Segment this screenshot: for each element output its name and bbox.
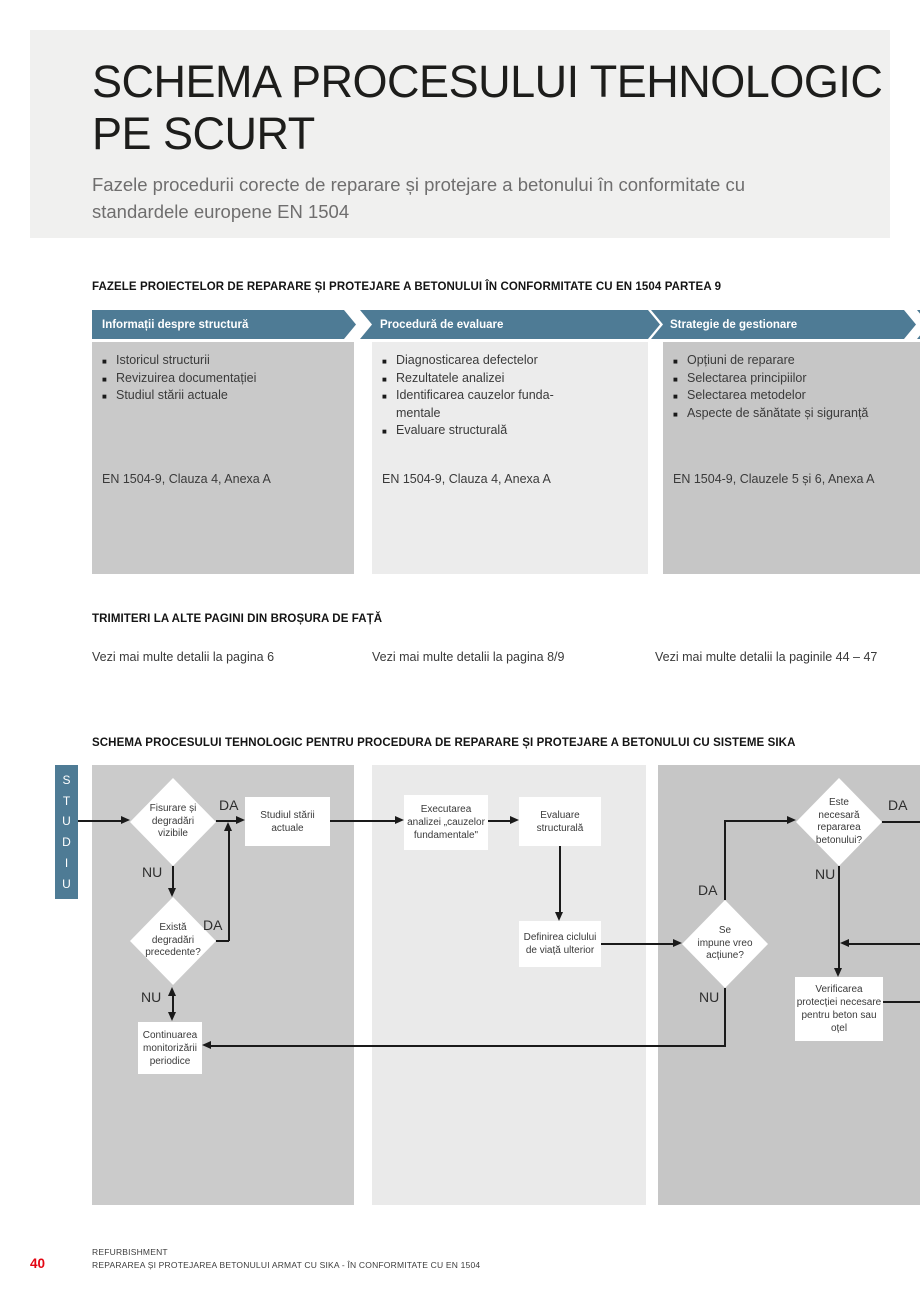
branch-label-yes: DA bbox=[203, 917, 223, 933]
flow-arrowhead bbox=[510, 816, 519, 824]
list-item: Revizuirea documentației bbox=[102, 370, 346, 387]
phase-header-1: Informații despre structură bbox=[92, 310, 356, 339]
phase-column-3-list: Opțiuni de reparare Selectarea principii… bbox=[663, 342, 920, 423]
list-item: Identificarea cauzelor funda- mentale bbox=[382, 387, 640, 422]
standard-reference: EN 1504-9, Clauza 4, Anexa A bbox=[102, 472, 271, 486]
branch-label-no: NU bbox=[142, 864, 163, 880]
branch-label-no: NU bbox=[699, 989, 720, 1005]
step-service-life-definition: Definirea ciclului de viață ulterior bbox=[519, 921, 601, 967]
flowchart-heading: SCHEMA PROCESULUI TEHNOLOGIC PENTRU PROC… bbox=[92, 737, 796, 749]
phase-column-strategy: Opțiuni de reparare Selectarea principii… bbox=[663, 342, 920, 574]
phase-header-2-label: Procedură de evaluare bbox=[380, 318, 504, 331]
flow-connector bbox=[724, 988, 726, 1046]
step-protection-verification: Verificarea protecției necesare pentru b… bbox=[795, 977, 883, 1041]
hero-banner bbox=[30, 30, 890, 238]
flow-connector bbox=[601, 943, 673, 945]
phase-header-3: Strategie de gestionare bbox=[651, 310, 916, 339]
list-item: Evaluare structurală bbox=[382, 422, 640, 440]
flow-connector bbox=[488, 820, 510, 822]
flow-connector bbox=[724, 820, 787, 822]
flow-arrowhead bbox=[168, 888, 176, 897]
see-more-pages-44-47: Vezi mai multe detalii la paginile 44 – … bbox=[655, 650, 878, 664]
flow-arrowhead bbox=[395, 816, 404, 824]
flow-arrowhead bbox=[168, 1012, 176, 1021]
flow-arrowhead bbox=[121, 816, 130, 824]
flow-connector bbox=[216, 820, 236, 822]
flow-arrowhead bbox=[202, 1041, 211, 1049]
flow-connector bbox=[78, 820, 121, 822]
phase-column-2-list: Diagnosticarea defectelor Rezultatele an… bbox=[372, 342, 648, 440]
flow-arrowhead bbox=[555, 912, 563, 921]
flow-connector bbox=[172, 866, 174, 888]
flow-arrowhead bbox=[673, 939, 682, 947]
page-title: SCHEMA PROCESULUI TEHNOLOGIC PE SCURT bbox=[92, 56, 883, 159]
flow-arrowhead bbox=[236, 816, 245, 824]
page-subtitle: Fazele procedurii corecte de reparare și… bbox=[92, 174, 745, 222]
phases-heading: FAZELE PROIECTELOR DE REPARARE ȘI PROTEJ… bbox=[92, 281, 722, 293]
phase-column-assessment: Diagnosticarea defectelor Rezultatele an… bbox=[372, 342, 648, 574]
list-item: Istoricul structurii bbox=[102, 352, 346, 370]
phase-header-1-label: Informații despre structură bbox=[102, 318, 249, 331]
references-heading: TRIMITERI LA ALTE PAGINI DIN BROȘURA DE … bbox=[92, 613, 383, 625]
see-more-page-6: Vezi mai multe detalii la pagina 6 bbox=[92, 650, 275, 664]
branch-label-yes: DA bbox=[219, 797, 239, 813]
list-item: Studiul stării actuale bbox=[102, 387, 346, 405]
flow-connector bbox=[330, 820, 395, 822]
standard-reference: EN 1504-9, Clauzele 5 și 6, Anexa A bbox=[673, 472, 875, 486]
phase-column-structure-info: Istoricul structurii Revizuirea document… bbox=[92, 342, 354, 574]
flow-connector bbox=[228, 831, 230, 941]
page-number: 40 bbox=[30, 1256, 46, 1271]
flow-connector bbox=[211, 1045, 726, 1047]
flow-arrowhead bbox=[787, 816, 796, 824]
flow-connector bbox=[216, 940, 229, 942]
flow-connector bbox=[724, 821, 726, 900]
branch-label-no: NU bbox=[141, 989, 162, 1005]
phase-header-3-label: Strategie de gestionare bbox=[670, 318, 798, 331]
step-structural-evaluation: Evaluare structurală bbox=[519, 797, 601, 846]
see-more-page-8-9: Vezi mai multe detalii la pagina 8/9 bbox=[372, 650, 565, 664]
flow-arrowhead bbox=[834, 968, 842, 977]
footer-series-title: REFURBISHMENT bbox=[92, 1247, 168, 1257]
list-item: Selectarea metodelor bbox=[673, 387, 912, 405]
flow-connector bbox=[172, 996, 174, 1013]
list-item: Opțiuni de reparare bbox=[673, 352, 912, 370]
phase-column-1-list: Istoricul structurii Revizuirea document… bbox=[92, 342, 354, 405]
list-item: Rezultatele analizei bbox=[382, 370, 640, 387]
study-phase-side-label: S T U D I U bbox=[55, 765, 78, 899]
branch-label-yes: DA bbox=[888, 797, 908, 813]
step-root-cause-analysis: Executarea analizei „cauzelor fundamenta… bbox=[404, 795, 488, 850]
flow-connector bbox=[882, 821, 920, 823]
branch-label-yes: DA bbox=[698, 882, 718, 898]
flow-connector bbox=[838, 866, 840, 968]
flow-arrowhead bbox=[224, 822, 232, 831]
phase-header-2: Procedură de evaluare bbox=[360, 310, 660, 339]
flow-arrowhead bbox=[840, 939, 849, 947]
flow-connector bbox=[559, 846, 561, 912]
step-periodic-monitoring: Continuarea monitorizării periodice bbox=[138, 1022, 202, 1074]
list-item: Diagnosticarea defectelor bbox=[382, 352, 640, 370]
standard-reference: EN 1504-9, Clauza 4, Anexa A bbox=[382, 472, 551, 486]
flow-connector bbox=[849, 943, 920, 945]
list-item: Aspecte de sănătate și siguranță bbox=[673, 405, 912, 422]
footer-document-title: REPARAREA ȘI PROTEJAREA BETONULUI ARMAT … bbox=[92, 1260, 481, 1270]
branch-label-no: NU bbox=[815, 866, 836, 882]
flow-arrowhead bbox=[168, 987, 176, 996]
list-item: Selectarea principiilor bbox=[673, 370, 912, 387]
step-current-state-study: Studiul stării actuale bbox=[245, 797, 330, 846]
flow-connector bbox=[883, 1001, 920, 1003]
